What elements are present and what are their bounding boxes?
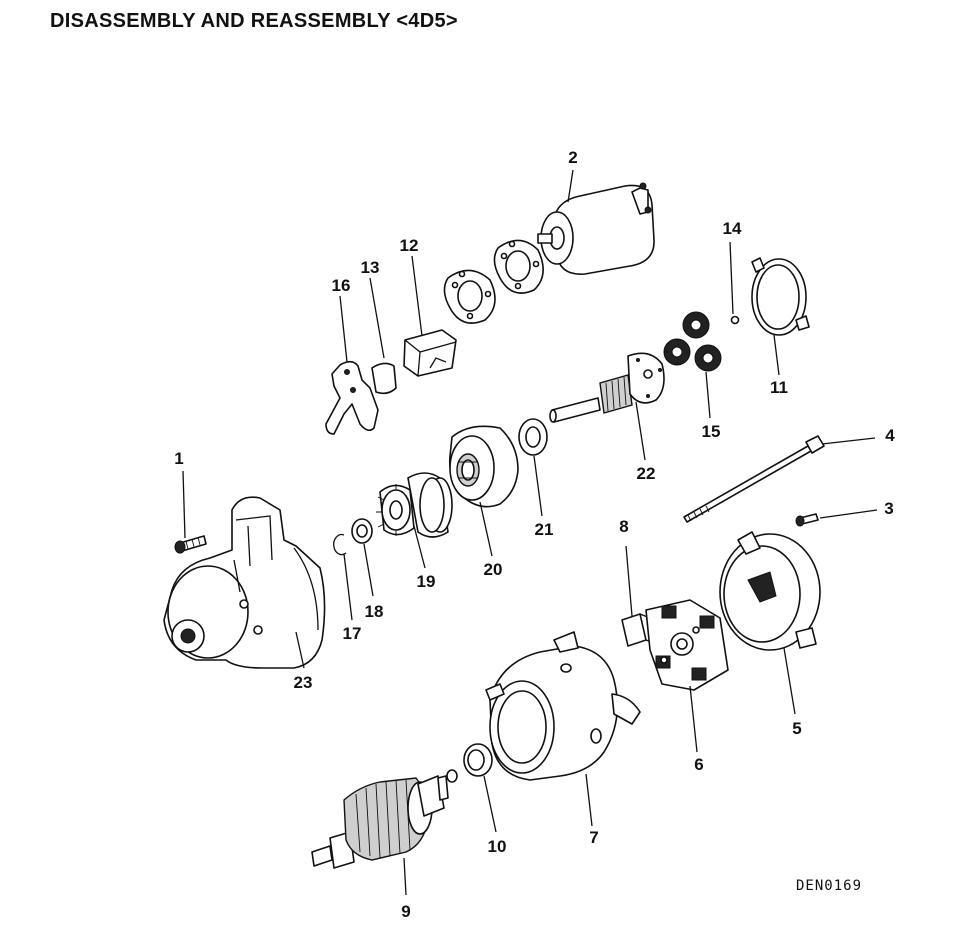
callout-16: 16 — [332, 276, 351, 295]
callout-3: 3 — [884, 499, 893, 518]
callout-18: 18 — [365, 602, 384, 621]
callout-21: 21 — [535, 520, 554, 539]
part-packing — [403, 329, 457, 377]
callout-17: 17 — [343, 624, 362, 643]
part-washer — [518, 418, 548, 456]
drawing-code: DEN0169 — [796, 878, 862, 894]
part-brush-holder — [645, 599, 729, 691]
part-screw-3 — [795, 513, 819, 527]
callout-4: 4 — [885, 426, 895, 445]
leader-lines — [182, 169, 878, 896]
part-gasket-outer — [443, 269, 496, 324]
callout-labels: 1 2 3 4 5 6 7 8 9 10 11 12 13 14 15 16 1… — [174, 148, 895, 921]
part-snap-ring — [333, 533, 347, 556]
part-planetary-gears — [663, 311, 722, 372]
callout-2: 2 — [568, 148, 577, 167]
callout-22: 22 — [637, 464, 656, 483]
callout-20: 20 — [484, 560, 503, 579]
part-internal-gear — [751, 257, 810, 336]
callout-14: 14 — [723, 219, 742, 238]
part-rear-bracket — [719, 531, 821, 651]
callout-1: 1 — [174, 449, 183, 468]
part-bracket-cover — [448, 425, 519, 508]
part-yoke — [485, 631, 641, 781]
part-gasket-inner — [493, 239, 544, 294]
part-armature — [311, 775, 449, 869]
callout-19: 19 — [417, 572, 436, 591]
part-stop-ring — [351, 518, 373, 544]
callout-15: 15 — [702, 422, 721, 441]
part-ball — [730, 315, 740, 325]
part-plate — [371, 362, 397, 395]
part-lever — [325, 360, 379, 435]
part-through-bolt — [683, 435, 825, 523]
callout-12: 12 — [400, 236, 419, 255]
page-title: DISASSEMBLY AND REASSEMBLY <4D5> — [50, 10, 458, 32]
part-screw-1 — [174, 535, 207, 554]
callout-5: 5 — [792, 719, 801, 738]
callout-9: 9 — [401, 902, 410, 921]
part-overrunning-clutch — [376, 472, 453, 538]
part-solenoid — [537, 182, 655, 275]
callout-10: 10 — [488, 837, 507, 856]
part-bearing — [446, 743, 493, 783]
callout-23: 23 — [294, 673, 313, 692]
callout-13: 13 — [361, 258, 380, 277]
callout-7: 7 — [589, 828, 598, 847]
callout-6: 6 — [694, 755, 703, 774]
part-front-bracket — [163, 496, 326, 669]
callout-8: 8 — [619, 517, 628, 536]
callout-11: 11 — [770, 378, 788, 397]
part-shaft — [549, 352, 665, 423]
